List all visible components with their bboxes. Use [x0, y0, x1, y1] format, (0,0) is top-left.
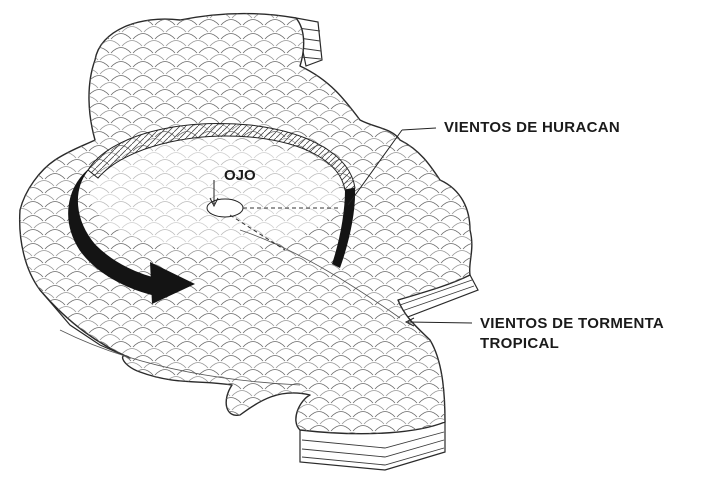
label-eye: OJO [224, 167, 256, 184]
hurricane-winds-callout: VIENTOS DE HURACAN [347, 119, 620, 206]
tropical-storm-winds-leader [407, 321, 473, 324]
eye-marker: OJO [206, 167, 340, 251]
label-tropical-storm-winds-line2: TROPICAL [480, 335, 559, 352]
hurricane-winds-leader [401, 127, 437, 131]
eye-region [90, 140, 340, 250]
label-tropical-storm-winds-line1: VIENTOS DE TORMENTA [480, 315, 664, 332]
tropical-storm-winds-callout: VIENTOS DE TORMENTA TROPICAL [404, 315, 664, 352]
rotation-arrow-head [150, 262, 195, 304]
label-hurricane-winds: VIENTOS DE HURACAN [444, 119, 620, 136]
rotation-band [68, 122, 356, 304]
cloud-mass [18, 12, 473, 435]
